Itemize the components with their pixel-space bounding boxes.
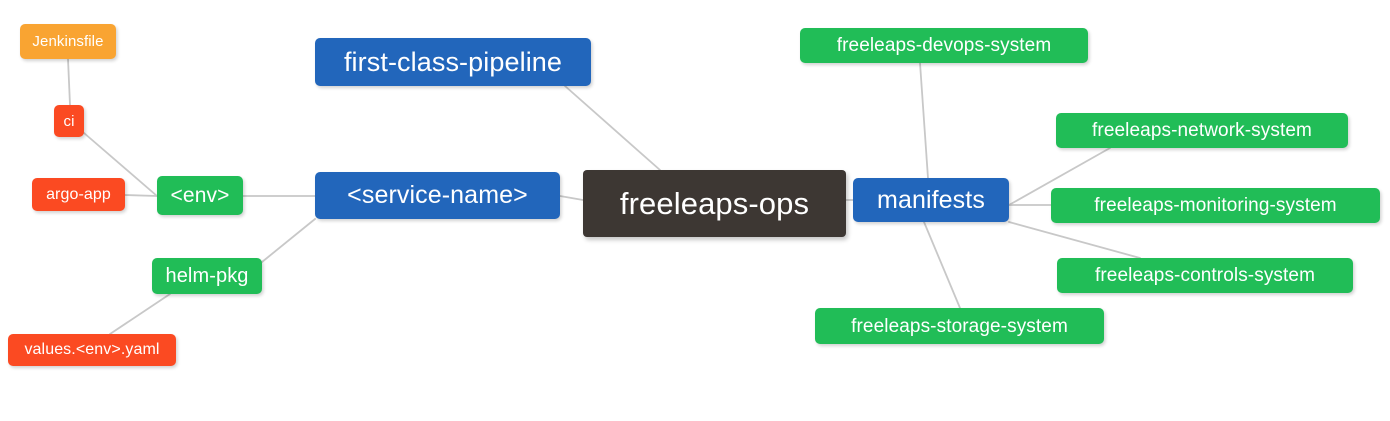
edge-first-class-pipeline-to-freeleaps-ops (564, 85, 661, 171)
node-freeleaps-storage-system[interactable]: freeleaps-storage-system (815, 308, 1104, 344)
edge-service-name-to-helm-pkg (261, 218, 316, 263)
edge-helm-pkg-to-values-yaml (109, 293, 171, 335)
node-jenkinsfile[interactable]: Jenkinsfile (20, 24, 116, 59)
node-freeleaps-network-system[interactable]: freeleaps-network-system (1056, 113, 1348, 148)
node-values-yaml[interactable]: values.<env>.yaml (8, 334, 176, 366)
edge-manifests-to-freeleaps-controls-system (1008, 221, 1141, 259)
edge-argo-app-to-env (124, 194, 158, 197)
node-manifests[interactable]: manifests (853, 178, 1009, 222)
node-helm-pkg[interactable]: helm-pkg (152, 258, 262, 294)
node-freeleaps-monitoring-system[interactable]: freeleaps-monitoring-system (1051, 188, 1380, 223)
node-service-name[interactable]: <service-name> (315, 172, 560, 219)
node-first-class-pipeline[interactable]: first-class-pipeline (315, 38, 591, 86)
node-ci[interactable]: ci (54, 105, 84, 137)
node-argo-app[interactable]: argo-app (32, 178, 125, 211)
edge-jenkinsfile-to-ci (67, 58, 71, 106)
node-freeleaps-devops-system[interactable]: freeleaps-devops-system (800, 28, 1088, 63)
edge-service-name-to-freeleaps-ops (559, 195, 584, 201)
node-freeleaps-controls-system[interactable]: freeleaps-controls-system (1057, 258, 1353, 293)
node-freeleaps-ops[interactable]: freeleaps-ops (583, 170, 846, 237)
node-env[interactable]: <env> (157, 176, 243, 215)
edge-manifests-to-freeleaps-devops-system (919, 62, 929, 179)
edge-manifests-to-freeleaps-storage-system (923, 221, 961, 309)
